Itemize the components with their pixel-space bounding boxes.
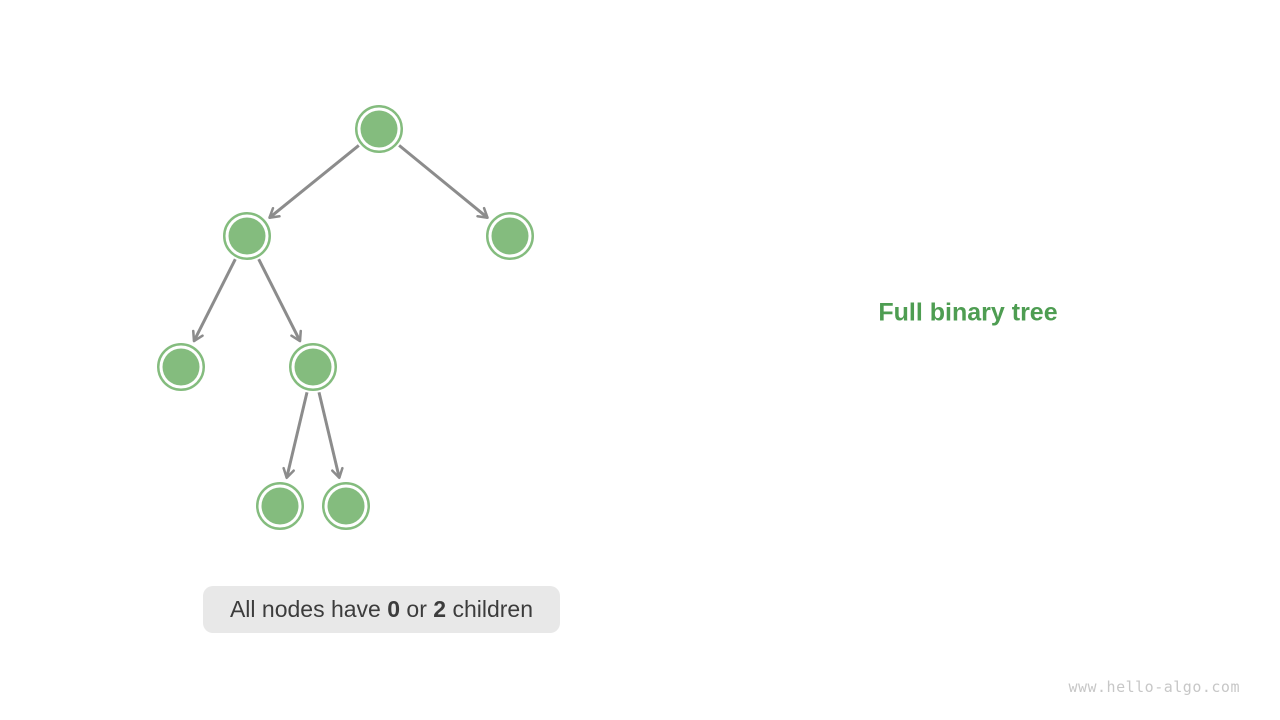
caption-text-segment: children: [446, 596, 534, 622]
tree-node: [486, 212, 534, 260]
caption-text-segment: 2: [433, 596, 447, 622]
caption-box: All nodes have 0 or 2 children: [203, 586, 560, 633]
tree-edge: [282, 391, 309, 480]
tree-edges-layer: [191, 144, 489, 480]
caption-text-segment: or: [400, 596, 434, 622]
tree-edge: [398, 144, 489, 219]
tree-nodes-layer: [157, 105, 534, 530]
tree-node: [157, 343, 205, 391]
tree-edge: [268, 144, 360, 219]
tree-node: [322, 482, 370, 530]
caption-text-segment: All nodes have: [229, 596, 388, 622]
tree-node: [256, 482, 304, 530]
tree-node: [289, 343, 337, 391]
tree-edge: [257, 258, 303, 343]
watermark-text: www.hello-algo.com: [1068, 678, 1240, 696]
caption-text-segment: 0: [387, 596, 401, 622]
tree-node: [223, 212, 271, 260]
figure-title: Full binary tree: [878, 298, 1058, 327]
tree-edge: [317, 391, 344, 480]
tree-node: [355, 105, 403, 153]
tree-edge: [191, 258, 237, 343]
